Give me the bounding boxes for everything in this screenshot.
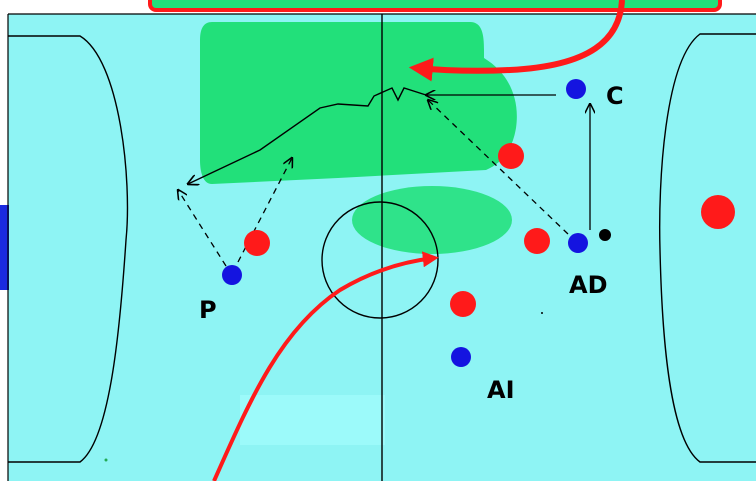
- run-arrow-p-up: [237, 158, 292, 263]
- label-ad: AD: [569, 271, 608, 299]
- callout-arrow: [408, 0, 625, 82]
- player-c: [566, 79, 586, 99]
- court-mark: [541, 312, 543, 314]
- callout-box: [148, 0, 722, 12]
- highlight-zone: [200, 22, 517, 184]
- run-arrow-p-left: [178, 190, 227, 267]
- shooting-lane-arrow: [212, 251, 439, 481]
- goalkeeper: [701, 195, 735, 229]
- defender-2: [498, 143, 524, 169]
- dribble-path-arrow: [188, 87, 427, 184]
- defender-1: [244, 230, 270, 256]
- player-ad: [568, 233, 588, 253]
- court-mark: [104, 458, 108, 462]
- ball: [599, 229, 611, 241]
- label-ai: AI: [487, 376, 515, 404]
- defenders-group: [244, 143, 735, 317]
- player-p: [222, 265, 242, 285]
- side-marker-bar: [0, 205, 9, 290]
- defender-3: [524, 228, 550, 254]
- highlight-oval: [352, 186, 512, 254]
- defender-4: [450, 291, 476, 317]
- court-light-patch: [240, 395, 385, 445]
- right-penalty-area: [659, 33, 756, 463]
- label-p: P: [199, 296, 217, 324]
- label-c: C: [606, 82, 624, 110]
- player-ai: [451, 347, 471, 367]
- left-penalty-area: [8, 35, 129, 463]
- attackers-group: [222, 79, 588, 367]
